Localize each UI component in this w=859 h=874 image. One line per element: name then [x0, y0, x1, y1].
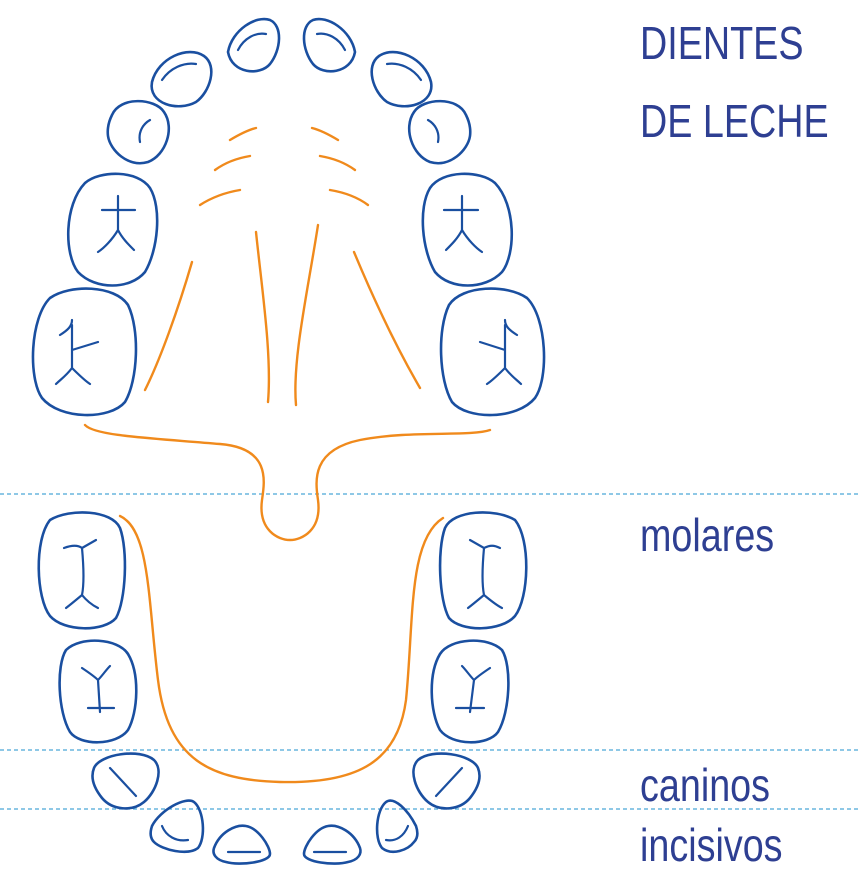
- lower-molar-tooth: [37, 511, 127, 630]
- upper-canine-tooth: [106, 99, 171, 165]
- palate-ridge: [318, 154, 357, 172]
- tongue-outline: [118, 514, 445, 784]
- lower-molar-mark: [80, 664, 116, 714]
- upper-incisor-tooth: [370, 50, 433, 108]
- lower-arch: [37, 511, 528, 865]
- label-incisivos: incisivos: [640, 819, 783, 871]
- upper-canine-mark: [138, 118, 152, 144]
- lower-incisor-mark: [160, 824, 190, 842]
- upper-incisor-mark: [315, 32, 347, 52]
- label-molares: molares: [640, 509, 775, 561]
- lower-canine-mark: [108, 766, 138, 798]
- palate-ridge: [228, 126, 258, 142]
- palate-ridge: [198, 188, 242, 207]
- upper-molar-mark: [478, 318, 523, 386]
- lower-canine-tooth: [412, 752, 481, 810]
- palate-ridge: [310, 126, 340, 142]
- lower-incisor-tooth: [212, 824, 272, 865]
- upper-arch: [31, 17, 546, 417]
- upper-incisor-mark: [236, 32, 268, 52]
- upper-molar-mark: [442, 194, 484, 254]
- title-line-1: DIENTES: [640, 17, 804, 69]
- palate-fold: [352, 250, 422, 390]
- title-line-2: DE LECHE: [640, 95, 829, 147]
- upper-canine-mark: [426, 118, 440, 144]
- lower-molar-mark: [466, 538, 504, 610]
- lower-incisor-tooth: [375, 799, 419, 854]
- upper-incisor-tooth: [226, 17, 281, 73]
- upper-molar-tooth: [31, 287, 138, 417]
- upper-incisor-tooth: [302, 17, 357, 73]
- lower-incisor-tooth: [149, 799, 205, 854]
- upper-molar-mark: [54, 318, 100, 386]
- upper-molar-tooth: [421, 172, 514, 287]
- lower-molar-tooth: [438, 511, 528, 630]
- upper-incisor-mark: [385, 62, 423, 82]
- upper-molar-tooth: [439, 287, 546, 417]
- upper-incisor-mark: [160, 62, 198, 82]
- lower-molar-tooth: [430, 639, 510, 744]
- palate-fold: [254, 230, 271, 404]
- palate-ridge: [213, 154, 252, 172]
- lower-canine-mark: [434, 766, 464, 798]
- upper-canine-tooth: [407, 99, 472, 165]
- palate-fold: [143, 260, 194, 392]
- palate-ridge: [328, 188, 370, 207]
- lower-molar-mark: [62, 538, 100, 610]
- lower-incisor-tooth: [302, 824, 362, 865]
- label-caninos: caninos: [640, 759, 771, 811]
- upper-molar-mark: [96, 194, 137, 254]
- lower-canine-tooth: [91, 752, 160, 810]
- lower-molar-mark: [454, 664, 492, 714]
- upper-molar-tooth: [66, 172, 159, 287]
- palate-outline-uvula: [83, 423, 492, 542]
- lower-molar-tooth: [58, 639, 138, 744]
- upper-incisor-tooth: [150, 50, 213, 108]
- lower-incisor-mark: [384, 824, 410, 842]
- palate: [83, 126, 492, 542]
- palate-fold: [294, 223, 320, 407]
